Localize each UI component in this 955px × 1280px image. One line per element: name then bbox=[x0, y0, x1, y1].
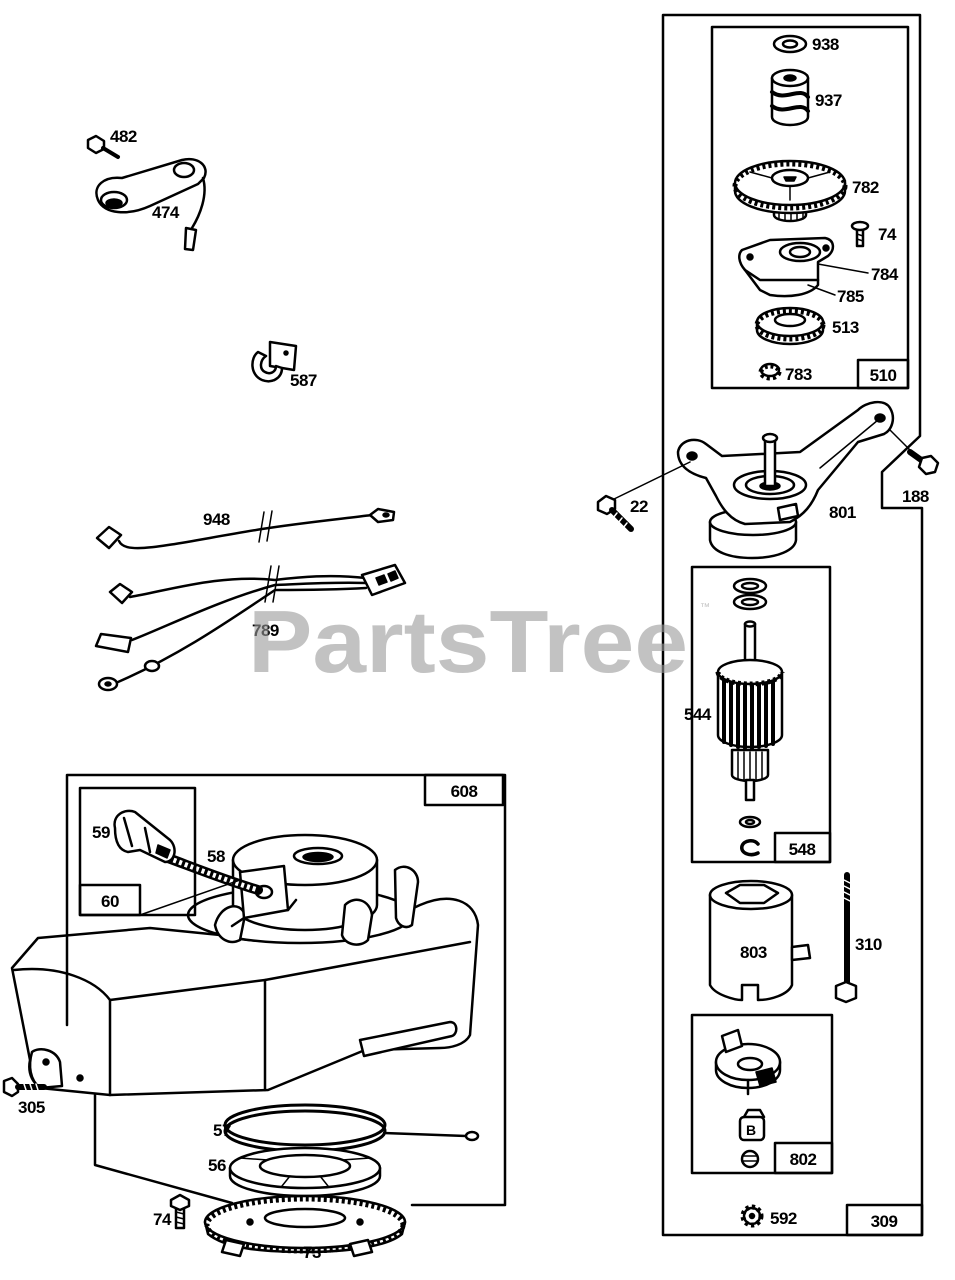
wire-harness-789-drawing bbox=[94, 563, 407, 692]
screw-188-drawing bbox=[889, 429, 940, 476]
part-mark-b: B bbox=[746, 1122, 756, 1138]
callout-474: 474 bbox=[152, 203, 180, 222]
armature-544-drawing bbox=[715, 620, 785, 802]
group-label-802: 802 bbox=[790, 1150, 817, 1169]
screw-74-bottom-drawing bbox=[169, 1193, 191, 1230]
callout-544: 544 bbox=[684, 705, 712, 724]
group-608-label-box bbox=[423, 773, 505, 807]
callout-801: 801 bbox=[829, 503, 856, 522]
gear-782-drawing bbox=[732, 159, 848, 223]
callout-labels: 482 474 587 948 789 938 937 782 74 784 7… bbox=[18, 35, 929, 1262]
group-608-outline bbox=[65, 773, 507, 1207]
worm-gear-937-drawing bbox=[770, 68, 810, 127]
callout-785: 785 bbox=[837, 287, 864, 306]
handle-59-drawing bbox=[113, 809, 176, 864]
nut-592-drawing bbox=[740, 1204, 764, 1228]
brush-plate-802-drawing bbox=[714, 1028, 782, 1096]
watermark-trademark: ™ bbox=[700, 602, 710, 613]
callout-57: 57 bbox=[213, 1121, 231, 1140]
group-label-309: 309 bbox=[871, 1212, 898, 1231]
blower-housing-drawing bbox=[10, 897, 480, 1097]
callout-803: 803 bbox=[740, 943, 767, 962]
group-label-60: 60 bbox=[101, 892, 119, 911]
callout-783: 783 bbox=[785, 365, 812, 384]
group-label-510: 510 bbox=[870, 366, 897, 385]
washer-938-drawing bbox=[772, 34, 808, 54]
group-608-outline-lower bbox=[93, 1093, 234, 1205]
watermark-text: PartsTree bbox=[248, 592, 688, 691]
group-309-label-box bbox=[845, 1203, 924, 1237]
right-panel-outline bbox=[661, 13, 924, 1237]
group-label-608: 608 bbox=[451, 782, 478, 801]
pulley-56-drawing bbox=[228, 1146, 382, 1198]
callout-56: 56 bbox=[208, 1156, 226, 1175]
callout-789: 789 bbox=[252, 621, 279, 640]
callout-513: 513 bbox=[832, 318, 859, 337]
callout-74-bottom: 74 bbox=[153, 1210, 172, 1229]
leader-60-to-guide bbox=[139, 879, 241, 916]
group-802-label-box bbox=[773, 1141, 834, 1175]
callout-310: 310 bbox=[855, 935, 882, 954]
callout-938: 938 bbox=[812, 35, 839, 54]
wire-948-drawing bbox=[95, 507, 396, 550]
rope-58-drawing bbox=[163, 853, 263, 895]
screw-482-drawing bbox=[86, 134, 120, 159]
callout-22: 22 bbox=[630, 497, 648, 516]
callout-782: 782 bbox=[852, 178, 879, 197]
spring-802-drawing bbox=[740, 1149, 760, 1169]
group-60-label-box bbox=[78, 883, 142, 917]
callout-74-top: 74 bbox=[878, 225, 897, 244]
callout-73: 73 bbox=[303, 1243, 321, 1262]
rewind-starter-drawing bbox=[186, 833, 420, 946]
rope-guide-drawing bbox=[230, 864, 298, 928]
gear-513-drawing bbox=[754, 306, 826, 346]
callout-937: 937 bbox=[815, 91, 842, 110]
callout-592: 592 bbox=[770, 1209, 797, 1228]
bracket-801-drawing bbox=[676, 400, 895, 560]
screw-74-top-drawing bbox=[850, 220, 870, 248]
housing-803-drawing bbox=[708, 879, 812, 1002]
brush-b-drawing bbox=[738, 1108, 766, 1142]
bracket-784-drawing bbox=[738, 236, 869, 298]
clip-587-drawing bbox=[251, 340, 298, 383]
callout-784: 784 bbox=[871, 265, 899, 284]
group-548-label-box bbox=[773, 831, 832, 864]
callout-587: 587 bbox=[290, 371, 317, 390]
group-label-548: 548 bbox=[789, 840, 816, 859]
group-548-box bbox=[690, 565, 832, 864]
group-802-box bbox=[690, 1013, 834, 1175]
nut-783-drawing bbox=[758, 362, 782, 381]
group-510-label-box bbox=[856, 358, 910, 390]
callout-305: 305 bbox=[18, 1098, 45, 1117]
callout-482: 482 bbox=[110, 127, 137, 146]
spring-57-drawing bbox=[223, 1103, 480, 1153]
washers-548-top-drawing bbox=[732, 577, 768, 611]
plate-73-drawing bbox=[203, 1194, 407, 1258]
screw-305-drawing bbox=[2, 1076, 47, 1098]
washer-clip-548-bottom-drawing bbox=[738, 815, 762, 857]
callout-188: 188 bbox=[902, 487, 929, 506]
watermark: PartsTree ™ bbox=[248, 592, 710, 691]
group-510-box bbox=[710, 25, 910, 390]
screw-22-drawing bbox=[596, 461, 691, 532]
bolt-310-drawing bbox=[834, 872, 858, 1004]
armature-474-drawing bbox=[95, 157, 207, 252]
callout-59: 59 bbox=[92, 823, 110, 842]
group-outlines bbox=[65, 13, 924, 1237]
callout-948: 948 bbox=[203, 510, 230, 529]
callout-58: 58 bbox=[207, 847, 225, 866]
